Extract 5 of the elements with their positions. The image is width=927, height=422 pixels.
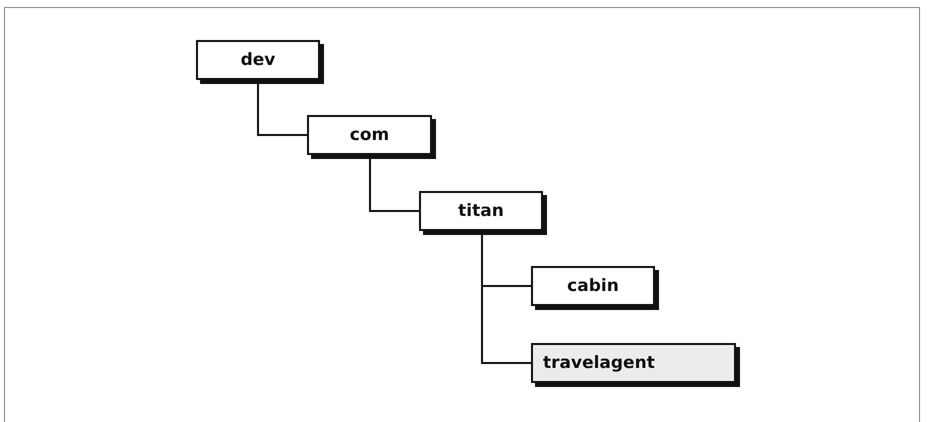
folder-name: cabin [567,276,619,296]
folder-name: com [350,125,390,145]
folder-name: dev [240,50,276,70]
folder-name: travelagent [543,353,655,373]
folder-name: titan [458,201,504,221]
